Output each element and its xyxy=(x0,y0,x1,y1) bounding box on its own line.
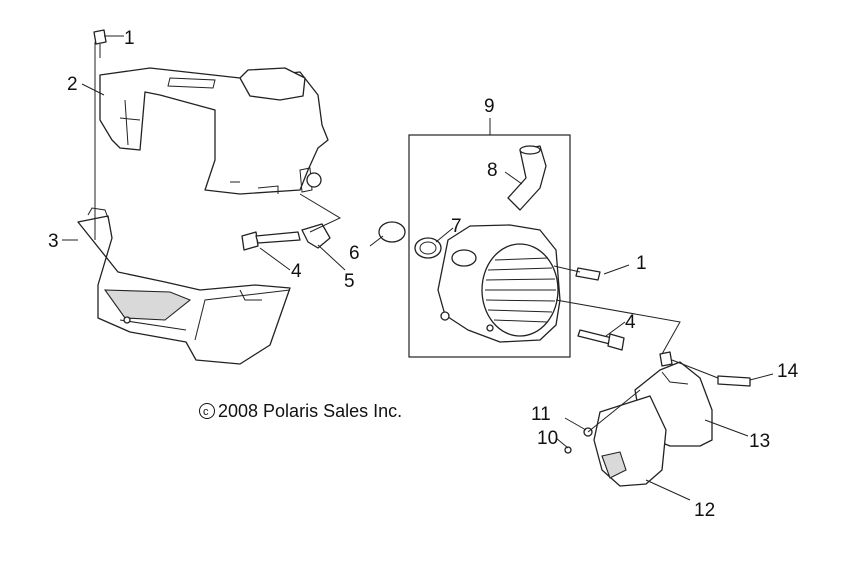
copyright-letter-c: c xyxy=(203,406,209,418)
lower-shroud-part xyxy=(77,207,291,365)
callout-14: 14 xyxy=(777,361,799,382)
callout-3: 3 xyxy=(48,231,59,252)
callout-9: 9 xyxy=(484,96,495,117)
callout-7: 7 xyxy=(451,216,462,237)
screen-part xyxy=(593,395,667,487)
copyright-notice: c 2008 Polaris Sales Inc. xyxy=(199,401,402,421)
callout-12: 12 xyxy=(694,500,715,521)
callout-13: 13 xyxy=(749,431,770,452)
fan-housing-part xyxy=(437,224,561,343)
duct-part xyxy=(507,145,547,211)
bolt-14-part xyxy=(717,375,751,387)
copyright-circle-icon xyxy=(199,403,215,419)
bolt-right-part xyxy=(577,329,625,351)
clip-part xyxy=(301,223,331,249)
callout-8: 8 xyxy=(487,160,498,181)
seal-part xyxy=(414,237,442,259)
callout-1-top-left: 1 xyxy=(124,28,135,49)
leader-lines xyxy=(62,35,774,501)
screw-top-left-part xyxy=(93,29,107,58)
bolt-left-part xyxy=(241,231,301,251)
copyright-text: 2008 Polaris Sales Inc. xyxy=(218,401,402,421)
callout-4-right: 4 xyxy=(625,312,636,333)
callout-1-right: 1 xyxy=(636,253,647,274)
callout-6: 6 xyxy=(349,243,360,264)
callout-10: 10 xyxy=(537,428,558,449)
callout-2: 2 xyxy=(67,74,78,95)
small-screw-part xyxy=(564,446,572,454)
upper-shroud-part xyxy=(99,67,329,195)
callout-4-left: 4 xyxy=(291,261,302,282)
plug-part xyxy=(378,221,406,243)
callout-5: 5 xyxy=(344,271,355,292)
callout-11: 11 xyxy=(531,404,551,425)
screw-right-part xyxy=(575,267,601,281)
